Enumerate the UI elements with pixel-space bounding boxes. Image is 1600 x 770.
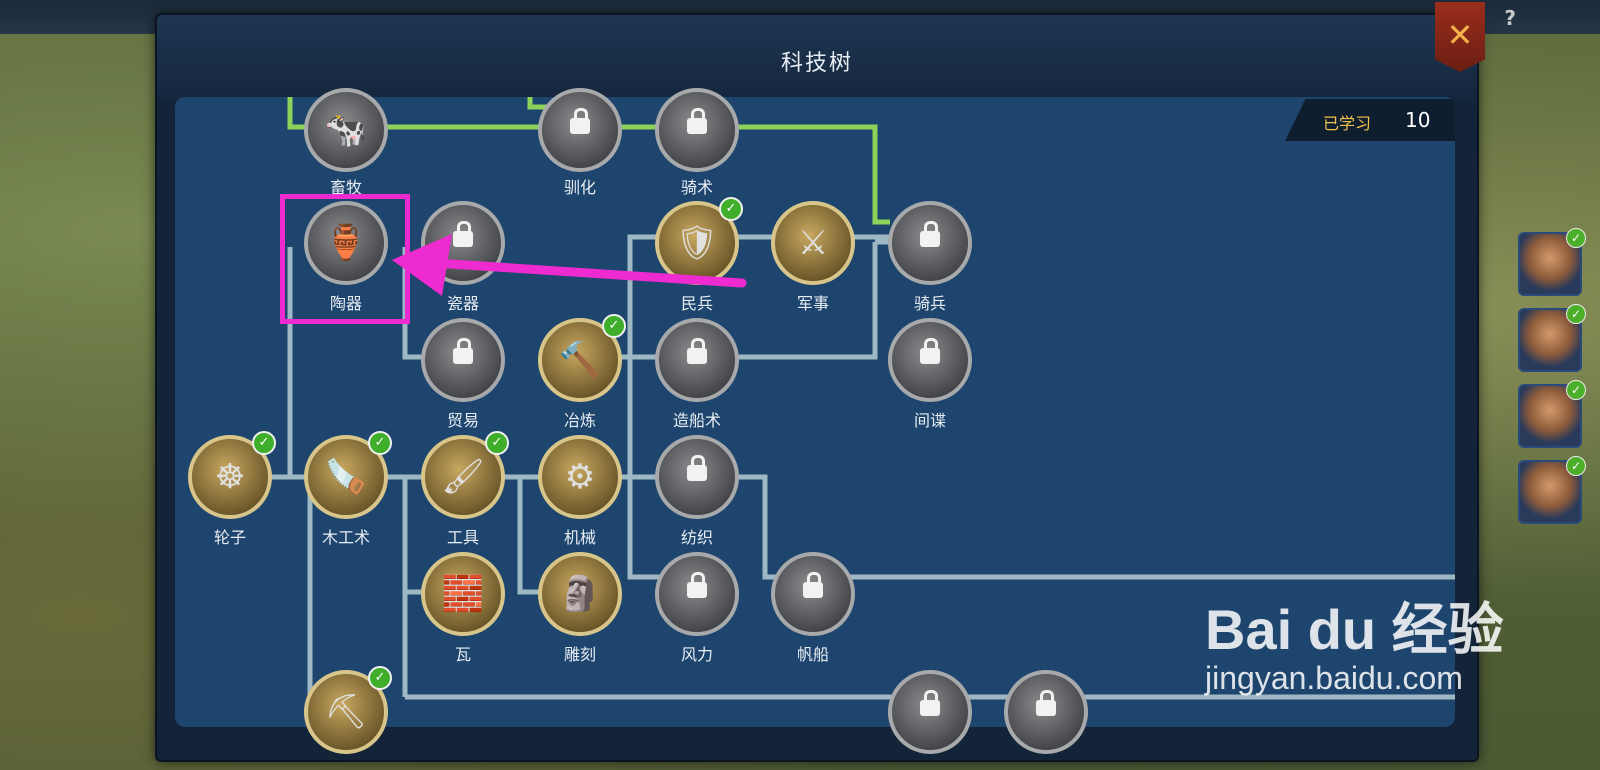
check-icon: ✓ (602, 314, 626, 338)
tech-node-mining[interactable]: ⛏✓ (304, 666, 392, 754)
spearmen-icon: 🛡 (675, 223, 719, 263)
tech-label: 陶器 (329, 294, 362, 313)
tech-node-tools[interactable]: 🖌✓ (421, 431, 509, 519)
hammer-anvil-icon: 🔨 (558, 340, 602, 380)
lock-icon (687, 572, 707, 598)
tech-node-tile[interactable]: 🧱 (421, 552, 505, 636)
lock-icon (920, 690, 940, 716)
tech-label: 贸易 (446, 411, 479, 430)
check-icon: ✓ (1566, 228, 1586, 248)
dialog-title: 科技树 (780, 51, 853, 76)
wheel-icon: ☸ (214, 457, 246, 497)
tech-node-wind-power[interactable] (655, 552, 739, 636)
lock-icon (803, 572, 823, 598)
check-icon: ✓ (252, 431, 276, 455)
tech-label: 驯化 (563, 178, 596, 197)
roof-tile-icon: 🧱 (441, 574, 485, 614)
learned-counter: 已学习 10 (1285, 99, 1455, 141)
tech-node-pottery[interactable]: 🏺 (304, 201, 388, 285)
tech-node-smelting[interactable]: 🔨✓ (538, 314, 626, 402)
hero-portrait[interactable]: ✓ (1518, 304, 1586, 372)
baidu-watermark: Bai du 经验 jingyan.baidu.com (1205, 585, 1504, 697)
tech-label: 间谍 (913, 411, 946, 430)
tech-label: 木工术 (321, 528, 370, 547)
tech-node-carpentry[interactable]: 🪚✓ (304, 431, 392, 519)
lock-icon (687, 338, 707, 364)
help-button[interactable]: ? (1504, 6, 1516, 30)
hero-portrait[interactable]: ✓ (1518, 380, 1586, 448)
close-button[interactable]: ✕ (1435, 2, 1485, 72)
dialog-header: 科技树 (157, 15, 1477, 99)
pickaxe-icon: ⛏ (324, 692, 368, 732)
hero-portrait[interactable]: ✓ (1518, 456, 1586, 524)
check-icon: ✓ (1566, 456, 1586, 476)
hero-portrait[interactable]: ✓ (1518, 228, 1586, 296)
tech-label: 冶炼 (563, 411, 596, 430)
lock-icon (687, 108, 707, 134)
chisel-block-icon: 🗿 (558, 574, 602, 614)
lock-icon (1036, 690, 1056, 716)
tech-label: 帆船 (796, 645, 829, 664)
cow-icon: 🐄 (324, 110, 368, 150)
tech-label: 骑兵 (913, 294, 946, 313)
tech-node-horsemanship[interactable] (655, 88, 739, 172)
tech-node-weaving[interactable] (655, 435, 739, 519)
check-icon: ✓ (368, 666, 392, 690)
tech-label: 造船术 (672, 411, 721, 430)
check-icon: ✓ (368, 431, 392, 455)
tech-node-trade[interactable] (421, 318, 505, 402)
pot-icon: 🏺 (324, 223, 368, 263)
tech-node-carving[interactable]: 🗿 (538, 552, 622, 636)
tech-node-cavalry[interactable] (888, 201, 972, 285)
learned-value: 10 (1405, 108, 1431, 132)
tech-label: 畜牧 (329, 178, 362, 197)
gears-icon: ⚙ (564, 457, 596, 497)
tech-node-sailing[interactable] (771, 552, 855, 636)
tech-label: 瓷器 (446, 294, 479, 313)
tech-node-domestication[interactable] (538, 88, 622, 172)
tech-label: 民兵 (680, 294, 713, 313)
brush-icon: 🖌 (441, 457, 485, 497)
crossed-swords-icon: ⚔ (797, 223, 829, 263)
lock-icon (687, 455, 707, 481)
lock-icon (453, 338, 473, 364)
tech-node-machinery[interactable]: ⚙ (538, 435, 622, 519)
tech-node-wheel[interactable]: ☸✓ (188, 431, 276, 519)
tech-node-bottom-building-2[interactable] (1004, 670, 1088, 754)
lock-icon (920, 338, 940, 364)
check-icon: ✓ (1566, 304, 1586, 324)
tech-label: 风力 (680, 645, 713, 664)
lock-icon (570, 108, 590, 134)
lock-icon (920, 221, 940, 247)
check-icon: ✓ (719, 197, 743, 221)
tech-node-military[interactable]: ⚔ (771, 201, 855, 285)
learned-label: 已学习 (1323, 114, 1372, 133)
tech-label: 轮子 (213, 528, 246, 547)
tech-node-espionage[interactable] (888, 318, 972, 402)
plane-tool-icon: 🪚 (324, 457, 368, 497)
tech-label: 军事 (796, 294, 829, 313)
watermark-url: jingyan.baidu.com (1205, 660, 1463, 696)
tech-label: 瓦 (454, 645, 471, 664)
tech-label: 机械 (563, 528, 596, 547)
tech-label: 雕刻 (563, 645, 596, 664)
tech-label: 骑术 (680, 178, 713, 197)
tech-node-bottom-building-1[interactable] (888, 670, 972, 754)
tech-label: 纺织 (680, 528, 713, 547)
hero-portrait-list: ✓ ✓ ✓ ✓ (1518, 228, 1588, 536)
check-icon: ✓ (485, 431, 509, 455)
lock-icon (453, 221, 473, 247)
tech-node-animal-husbandry[interactable]: 🐄 (304, 88, 388, 172)
close-icon: ✕ (1446, 16, 1474, 54)
tech-label: 工具 (446, 528, 479, 547)
tech-node-shipbuilding[interactable] (655, 318, 739, 402)
check-icon: ✓ (1566, 380, 1586, 400)
watermark-logo: Bai du 经验 (1205, 598, 1504, 661)
